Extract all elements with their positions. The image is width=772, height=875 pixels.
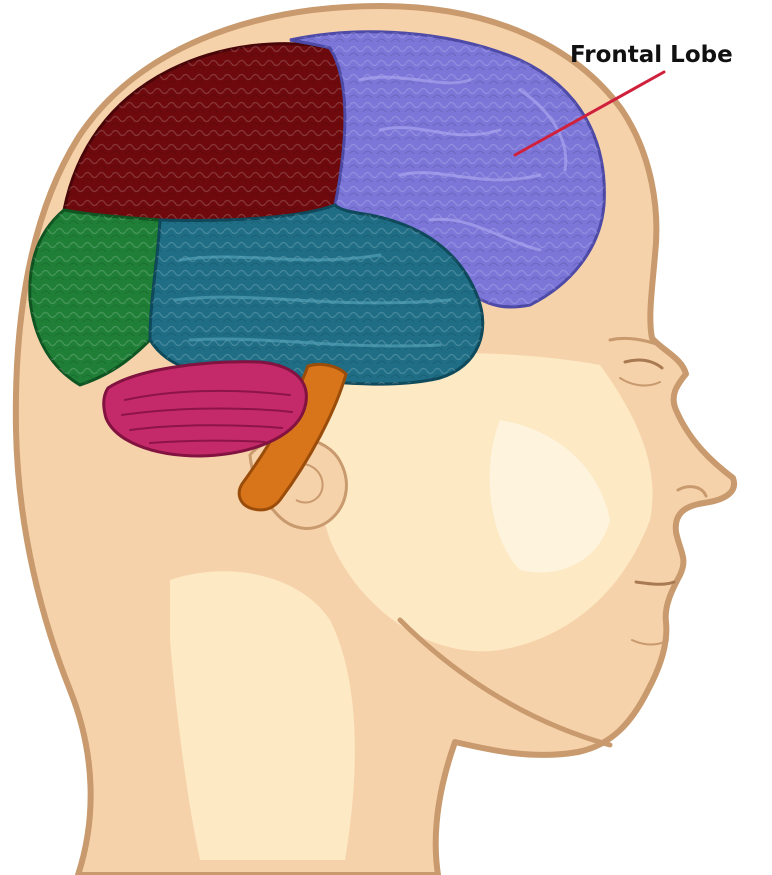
frontal-lobe-label: Frontal Lobe bbox=[570, 42, 733, 68]
